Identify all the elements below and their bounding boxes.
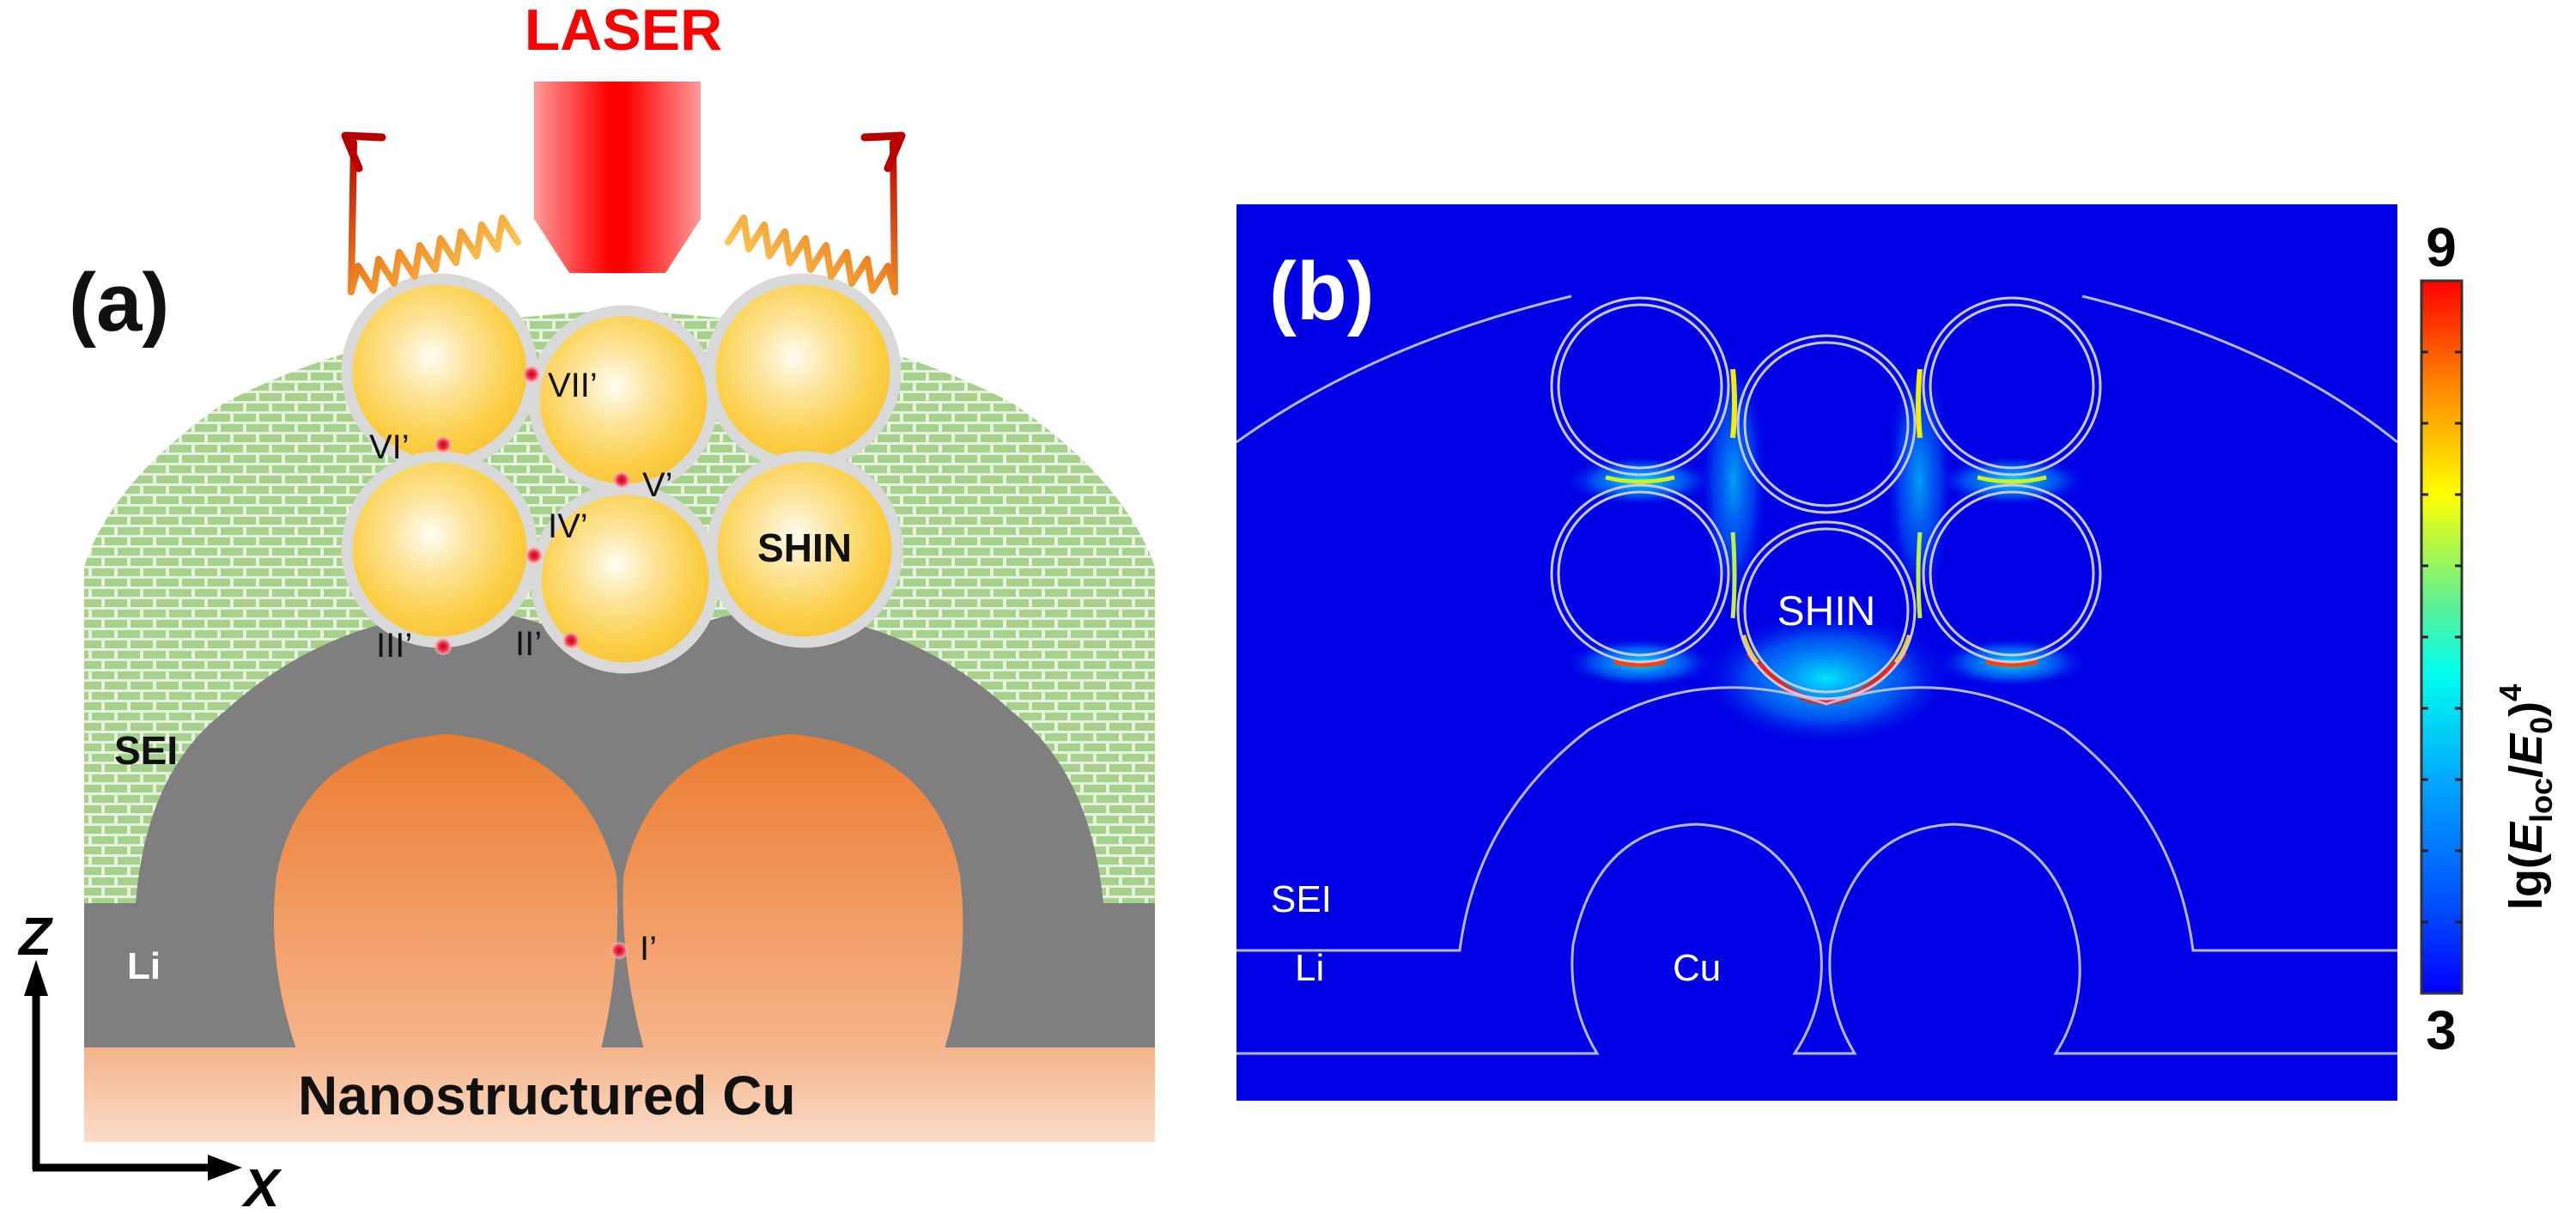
hotspot-label-III: III’: [376, 627, 412, 665]
laser-label: LASER: [525, 0, 722, 63]
hotspot-markers: [434, 366, 630, 959]
colorbar-min-label: 3: [2426, 999, 2457, 1061]
colorbar-title-sub-loc: loc: [2524, 778, 2559, 822]
hotspot-III: [434, 638, 452, 655]
colorbar: 9 3 lg(Eloc/E0)4: [2420, 216, 2559, 1061]
hotspot-label-VII: VII’: [548, 367, 598, 404]
panel-a-label: (a): [69, 257, 169, 349]
shin-label: SHIN: [757, 525, 852, 570]
geometry-outlines: [1236, 294, 2397, 1055]
hotspot-label-I: I’: [640, 930, 657, 968]
colorbar-title-prefix: lg(: [2500, 853, 2552, 910]
z-axis-label: Z: [17, 907, 53, 967]
x-axis-label: X: [241, 1159, 283, 1214]
colorbar-ticks: [2421, 350, 2462, 924]
copper-sphere-left: [273, 734, 618, 1049]
copper-sphere-right: [623, 734, 963, 1049]
scattered-wave-left-icon: [341, 131, 521, 295]
colorbar-title-E: E: [2500, 821, 2552, 853]
li-region-label: Li: [1295, 947, 1324, 989]
hotspot-label-IV: IV’: [548, 507, 588, 545]
substrate-label: Nanostructured Cu: [298, 1065, 796, 1126]
hotspot-IV: [526, 547, 543, 564]
shin-outlines: [1550, 296, 2102, 701]
hotspot-label-V: V’: [642, 466, 673, 504]
laser-beam-icon: [534, 82, 701, 273]
hotspot-V: [613, 471, 630, 489]
axis-arrows-icon: [24, 960, 242, 1181]
sei-label: SEI: [114, 728, 178, 773]
sei-region-label: SEI: [1271, 878, 1332, 920]
colorbar-title-slash: /: [2500, 765, 2552, 778]
colorbar-title-suffix: ): [2500, 701, 2552, 717]
colorbar-title-sup: 4: [2493, 684, 2528, 701]
cu-region-label: Cu: [1673, 947, 1721, 989]
colorbar-max-label: 9: [2426, 216, 2457, 278]
shin-particle: [706, 451, 903, 648]
colorbar-title-sub-0: 0: [2524, 717, 2559, 734]
hotspot-VII: [523, 366, 540, 383]
shin-particle: [704, 273, 902, 470]
hotspot-VI: [434, 436, 452, 453]
panel-a: I’ II’ III’ IV’ V’ VI’ VII’ SEI Li Nanos…: [17, 0, 1155, 1214]
hotspot-label-II: II’: [515, 625, 542, 663]
panel-b: (b) SHIN SEI Li Cu 9 3 lg(Eloc/E0)4: [1236, 204, 2559, 1101]
hotspot-label-VI: VI’: [369, 428, 410, 466]
shin-region-label: SHIN: [1777, 589, 1876, 634]
panel-b-label: (b): [1269, 246, 1375, 337]
li-label: Li: [127, 945, 161, 987]
shin-particle: [341, 451, 538, 648]
colorbar-title-E0: E: [2500, 732, 2552, 765]
shin-particles: [341, 273, 903, 674]
hotspot-I: [611, 942, 628, 959]
hotspot-II: [562, 632, 580, 649]
scattered-wave-right-icon: [725, 131, 906, 295]
copper-substrate: [84, 1047, 1155, 1142]
colorbar-title: lg(Eloc/E0)4: [2493, 684, 2559, 910]
